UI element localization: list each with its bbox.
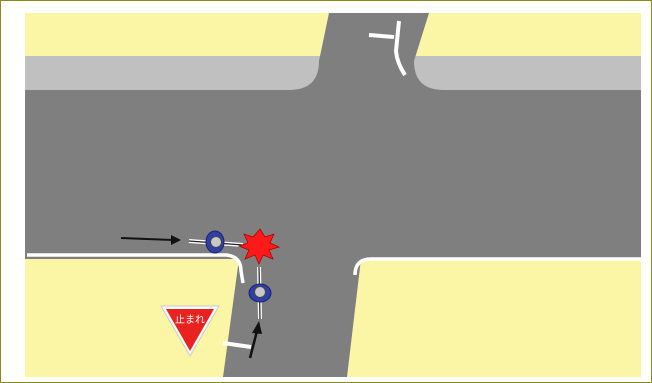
bicycle-rider-icon [188,230,244,254]
collision-burst-icon [237,228,281,265]
sidewalk-top-right [412,56,641,90]
stop-line-top [368,20,407,77]
lane-line-right [353,257,641,276]
stop-line-south [222,341,252,349]
sidewalk-top-left [25,56,320,90]
arrow-right-icon [120,235,181,245]
arrow-up-icon [248,321,262,359]
stop-sign: 止まれ [160,305,220,357]
stop-sign-label: 止まれ [175,314,205,326]
lane-line-left [27,253,245,284]
road-main [25,13,641,259]
bicycle-rider-icon [248,266,272,320]
